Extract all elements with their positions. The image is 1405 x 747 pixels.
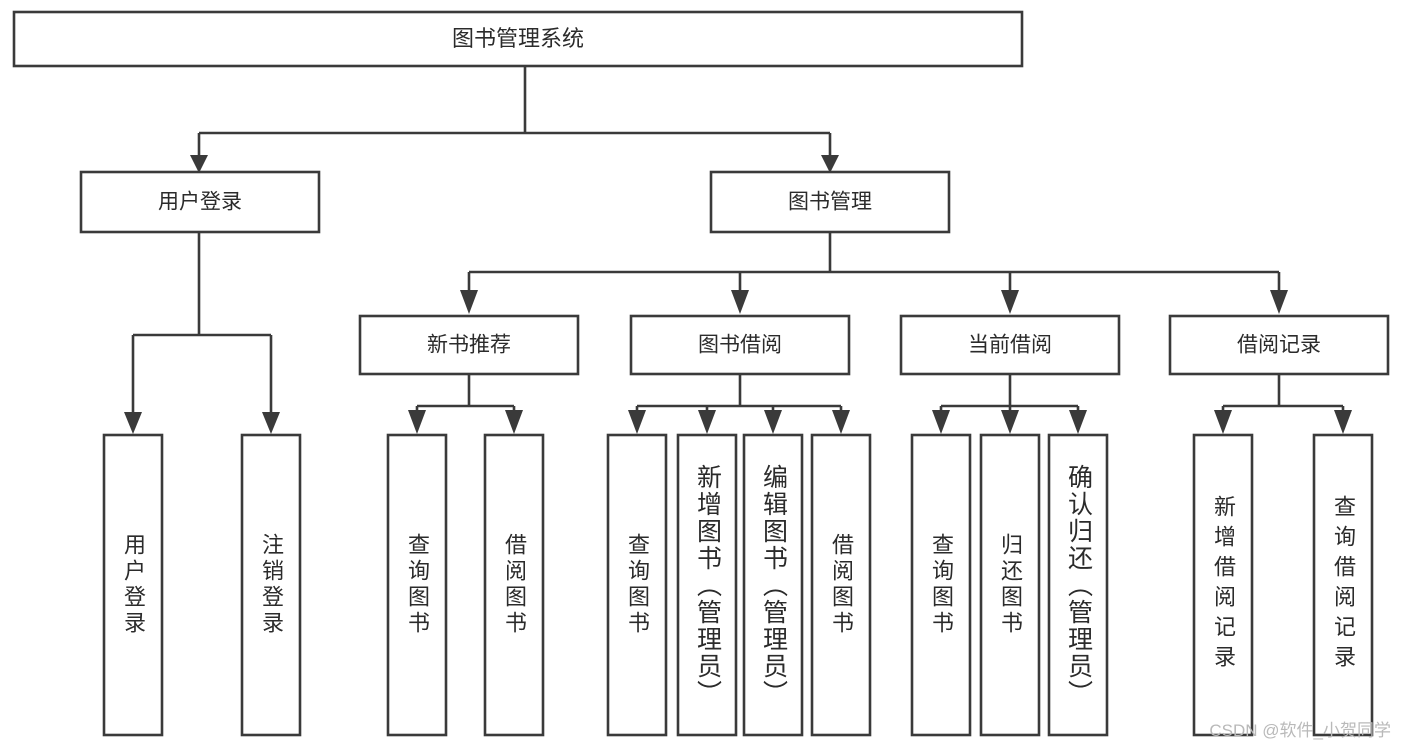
leaf-box-br-query[interactable] bbox=[1312, 433, 1374, 737]
arrow-cb-leaf-2 bbox=[1001, 410, 1019, 434]
arrow-br-leaf-1 bbox=[1214, 410, 1232, 434]
arrow-nb-leaf-1 bbox=[408, 410, 426, 434]
connector-book-borrow-to-leaves bbox=[635, 374, 843, 417]
connector-book-manage-to-level3 bbox=[467, 232, 1281, 295]
leaf-box-bb-add[interactable] bbox=[676, 433, 738, 737]
book-manage-label: 图书管理 bbox=[788, 191, 872, 214]
arrow-cb-leaf-3 bbox=[1069, 410, 1087, 434]
arrow-to-leaf-logout bbox=[262, 412, 280, 434]
leaf-box-nb-borrow[interactable] bbox=[483, 433, 545, 737]
user-login-label: 用户登录 bbox=[158, 191, 242, 214]
arrow-bb-leaf-4 bbox=[832, 410, 850, 434]
book-manage-box[interactable] bbox=[709, 170, 951, 234]
arrow-to-book-manage bbox=[821, 155, 839, 173]
root-box[interactable] bbox=[12, 10, 1024, 68]
book-borrow-box[interactable] bbox=[629, 314, 851, 376]
leaf-box-bb-edit[interactable] bbox=[742, 433, 804, 737]
leaf-box-cb-return[interactable] bbox=[979, 433, 1041, 737]
node-borrow-record[interactable]: 借阅记录 bbox=[1168, 314, 1390, 376]
connector-user-login-to-leaves bbox=[131, 232, 273, 417]
connectors-layer bbox=[124, 66, 1352, 434]
connector-root-to-level2 bbox=[197, 66, 832, 158]
leaf-box-cb-query[interactable] bbox=[910, 433, 972, 737]
arrow-to-borrow-record bbox=[1270, 290, 1288, 314]
node-current-borrow[interactable]: 当前借阅 bbox=[899, 314, 1121, 376]
node-book-manage[interactable]: 图书管理 bbox=[709, 170, 951, 234]
leaf-box-user-login[interactable] bbox=[102, 433, 164, 737]
arrow-bb-leaf-2 bbox=[698, 410, 716, 434]
borrow-record-label: 借阅记录 bbox=[1237, 334, 1321, 357]
leaf-box-bb-query[interactable] bbox=[606, 433, 668, 737]
node-book-borrow[interactable]: 图书借阅 bbox=[629, 314, 851, 376]
node-user-login[interactable]: 用户登录 bbox=[79, 170, 321, 234]
arrow-to-user-login bbox=[190, 155, 208, 173]
arrow-to-current-borrow bbox=[1001, 290, 1019, 314]
arrow-bb-leaf-1 bbox=[628, 410, 646, 434]
book-borrow-label: 图书借阅 bbox=[698, 334, 782, 357]
arrow-br-leaf-2 bbox=[1334, 410, 1352, 434]
current-borrow-box[interactable] bbox=[899, 314, 1121, 376]
arrow-bb-leaf-3 bbox=[764, 410, 782, 434]
arrow-nb-leaf-2 bbox=[505, 410, 523, 434]
node-root-system[interactable]: 图书管理系统 bbox=[12, 10, 1024, 68]
connector-new-book-to-leaves bbox=[415, 374, 516, 417]
leaf-box-logout[interactable] bbox=[240, 433, 302, 737]
arrow-to-book-borrow bbox=[731, 290, 749, 314]
new-book-recommend-label: 新书推荐 bbox=[427, 334, 511, 357]
leaf-box-br-add[interactable] bbox=[1192, 433, 1254, 737]
new-book-recommend-box[interactable] bbox=[358, 314, 580, 376]
connector-borrow-record-to-leaves bbox=[1221, 374, 1345, 417]
arrow-to-leaf-user-login bbox=[124, 412, 142, 434]
user-login-box[interactable] bbox=[79, 170, 321, 234]
leaf-box-cb-confirm[interactable] bbox=[1047, 433, 1109, 737]
borrow-record-box[interactable] bbox=[1168, 314, 1390, 376]
arrow-cb-leaf-1 bbox=[932, 410, 950, 434]
node-new-book-recommend[interactable]: 新书推荐 bbox=[358, 314, 580, 376]
arrow-to-new-book bbox=[460, 290, 478, 314]
leaf-box-nb-query[interactable] bbox=[386, 433, 448, 737]
current-borrow-label: 当前借阅 bbox=[968, 334, 1052, 357]
root-label: 图书管理系统 bbox=[452, 26, 584, 51]
leaf-box-bb-borrow[interactable] bbox=[810, 433, 872, 737]
